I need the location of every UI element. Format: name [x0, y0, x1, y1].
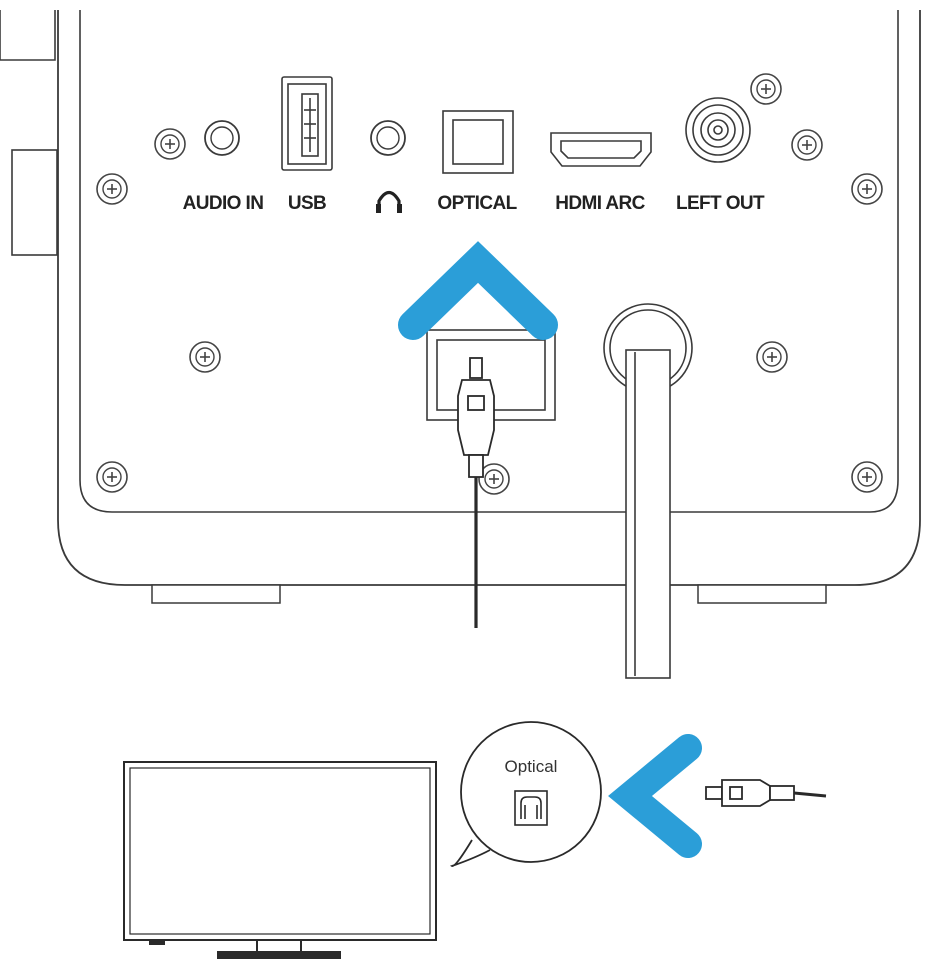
screw-icon	[96, 173, 128, 205]
bubble-label-optical: Optical	[505, 757, 558, 776]
optical-port	[442, 110, 514, 174]
label-usb: USB	[288, 193, 326, 214]
screw-icon	[96, 461, 128, 493]
speaker-rear-panel	[57, 10, 921, 604]
label-audio-in: AUDIO IN	[183, 193, 264, 214]
optical-cable-plug-tv	[705, 779, 827, 807]
label-left-out: LEFT OUT	[676, 193, 765, 214]
insert-up-arrow	[398, 241, 558, 340]
insert-left-arrow	[608, 734, 702, 858]
screw-icon	[791, 129, 823, 161]
screw-icon	[851, 173, 883, 205]
label-optical: OPTICAL	[437, 193, 517, 214]
screw-icon	[154, 128, 186, 160]
screw-icon	[189, 341, 221, 373]
optical-cable-plug-speaker	[457, 357, 495, 628]
television	[123, 761, 437, 959]
label-hdmi-arc: HDMI ARC	[555, 193, 645, 214]
side-bracket	[0, 10, 58, 256]
audio-in-jack	[204, 120, 240, 156]
power-cord	[603, 303, 693, 679]
screw-icon	[851, 461, 883, 493]
left-out-jack	[685, 97, 751, 163]
screw-icon	[756, 341, 788, 373]
tv-optical-port-icon	[514, 790, 548, 826]
hdmi-arc-port	[550, 132, 652, 167]
screw-icon	[750, 73, 782, 105]
headphone-jack	[370, 120, 406, 156]
headphone-icon	[376, 190, 402, 213]
usb-port	[281, 76, 333, 171]
optical-callout-bubble: Optical	[449, 721, 602, 867]
